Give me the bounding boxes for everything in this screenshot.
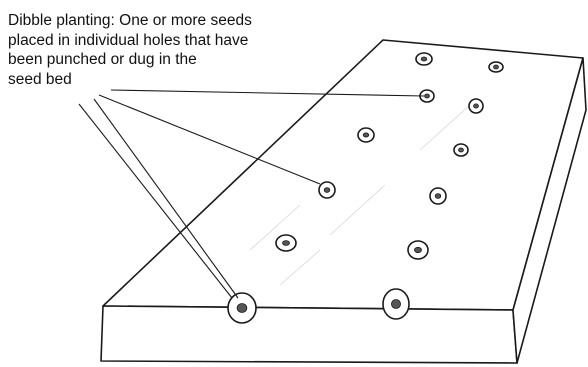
planting-hole: [488, 61, 504, 73]
seed-bed-top-surface: [102, 39, 584, 311]
seed: [414, 246, 422, 254]
seed: [493, 64, 499, 70]
seed: [236, 303, 248, 313]
seed: [424, 93, 430, 99]
planting-hole: [468, 98, 484, 114]
seed: [391, 299, 401, 309]
soil-texture: [249, 104, 471, 286]
planting-hole: [227, 292, 257, 324]
leader-line: [98, 94, 321, 185]
seed: [420, 56, 428, 62]
seed: [473, 103, 479, 109]
planting-hole: [407, 240, 429, 260]
caption-line: placed in individual holes that have: [8, 31, 249, 49]
planting-hole: [357, 127, 375, 143]
seed: [434, 193, 442, 199]
planting-hole: [318, 181, 336, 199]
caption-line: Dibble planting: One or more seeds: [8, 12, 252, 29]
seed: [323, 187, 331, 193]
planting-hole: [429, 187, 447, 205]
planting-hole: [382, 288, 410, 320]
leader-line: [78, 103, 233, 299]
planting-hole: [275, 234, 297, 252]
caption-line: seed bed: [8, 70, 72, 88]
planting-hole: [419, 89, 435, 103]
leader-lines: [78, 89, 425, 299]
seed: [458, 147, 464, 153]
seed-bed-side-face: [512, 57, 587, 364]
seed: [282, 240, 290, 246]
seed: [362, 132, 370, 138]
leader-line: [93, 98, 239, 299]
planting-hole: [415, 52, 433, 66]
diagram-caption: Dibble planting: One or more seeds place…: [8, 11, 252, 89]
planting-hole: [453, 143, 469, 157]
caption-line: been punched or dug in the: [8, 51, 197, 68]
leader-line: [110, 89, 425, 97]
seed-bed-front-face: [100, 305, 518, 364]
